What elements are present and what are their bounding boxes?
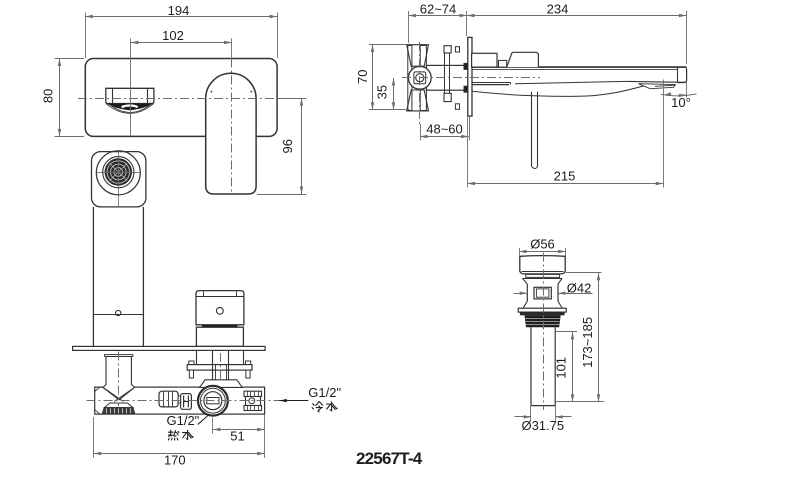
svg-text:10°: 10°: [671, 95, 691, 110]
svg-text:48~60: 48~60: [426, 121, 463, 136]
svg-text:Ø31.75: Ø31.75: [521, 418, 564, 433]
svg-text:96: 96: [280, 139, 295, 153]
svg-text:70: 70: [355, 70, 370, 84]
svg-text:80: 80: [41, 89, 56, 103]
svg-text:173~185: 173~185: [580, 317, 595, 368]
svg-text:G1/2": G1/2": [167, 413, 200, 428]
svg-text:102: 102: [162, 28, 184, 43]
svg-text:62~74: 62~74: [420, 1, 457, 16]
svg-text:101: 101: [554, 357, 569, 379]
svg-text:22567T-4: 22567T-4: [356, 449, 423, 468]
svg-text:234: 234: [547, 1, 569, 16]
svg-text:215: 215: [554, 169, 576, 184]
svg-text:G1/2": G1/2": [308, 385, 341, 400]
svg-text:194: 194: [168, 3, 190, 18]
svg-text:35: 35: [375, 85, 390, 99]
svg-text:Ø56: Ø56: [530, 236, 555, 251]
svg-text:Ø42: Ø42: [567, 280, 592, 295]
svg-text:51: 51: [230, 428, 244, 443]
svg-text:170: 170: [164, 453, 186, 468]
